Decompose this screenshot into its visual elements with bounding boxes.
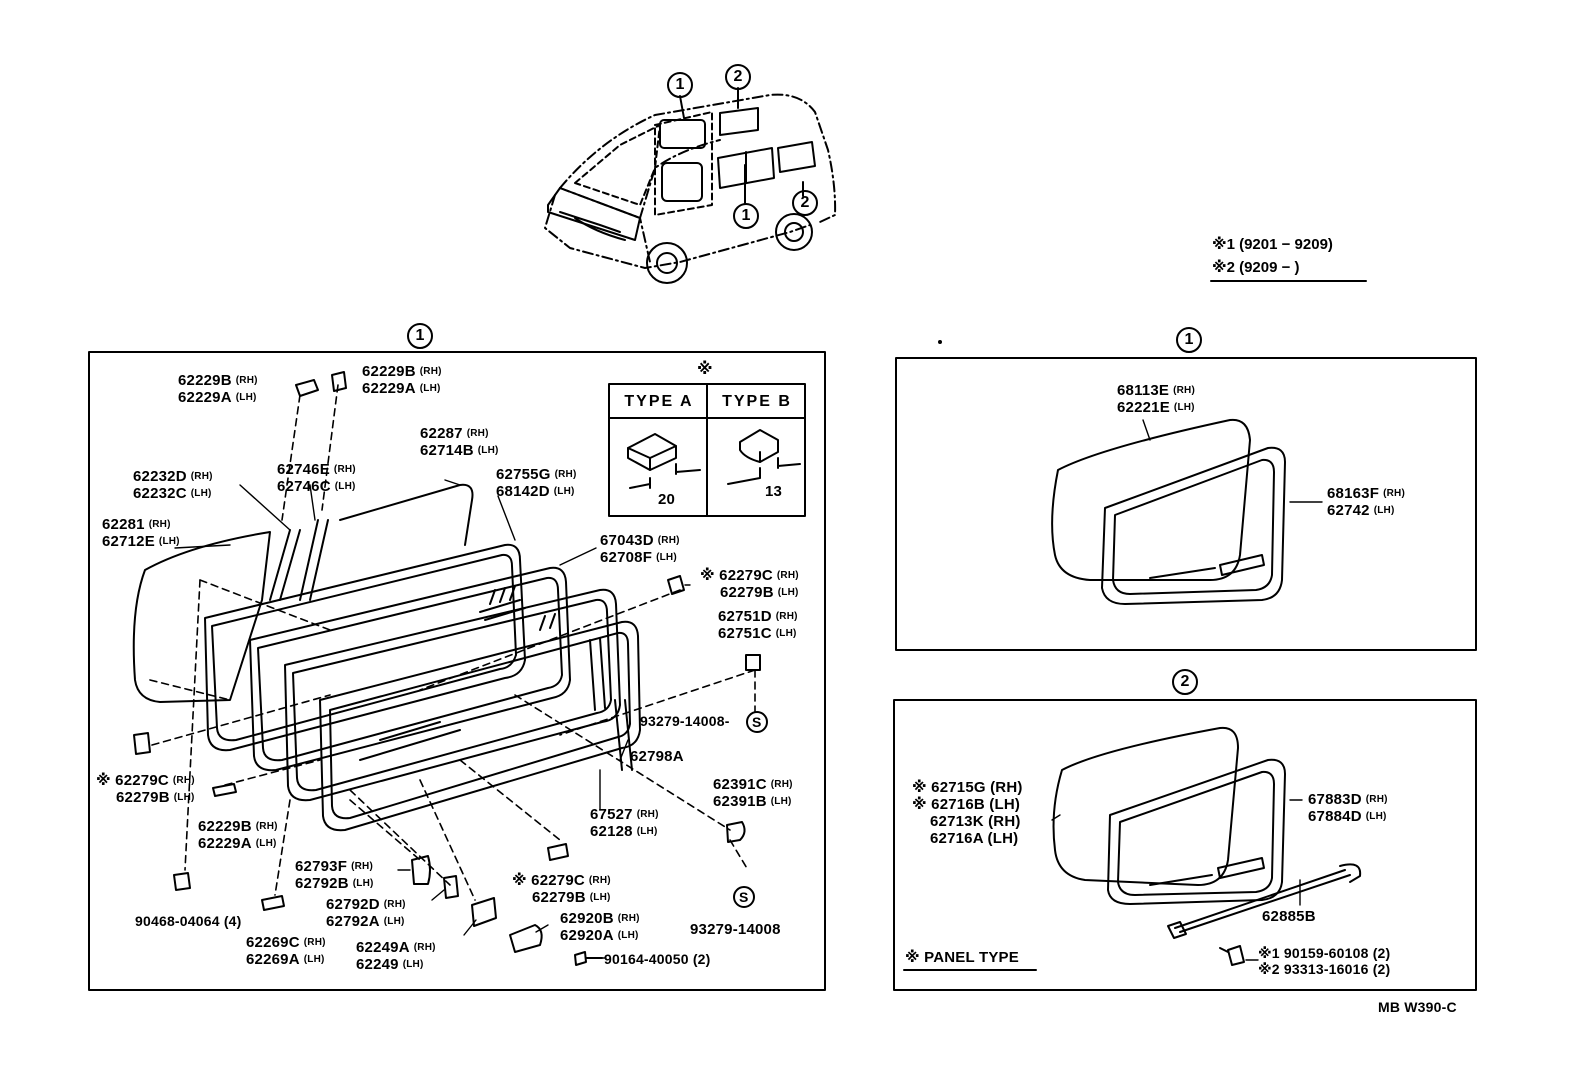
- van-illustration: [544, 87, 837, 284]
- part-label-p17: 62793F(RH) 62792B(LH): [295, 858, 374, 892]
- part-label-p16: 67527(RH) 62128(LH): [590, 806, 659, 840]
- part-label-p23: 62249A(RH) 62249(LH): [356, 939, 436, 973]
- type-b-heading: TYPE B: [722, 393, 792, 410]
- part-label-p25: 90164-40050 (2): [604, 951, 711, 967]
- van-marker-1-side: 1: [733, 203, 759, 229]
- legend-row-2: ※2 (9209 − ): [1212, 259, 1300, 276]
- part-label-p9: ※ 62279C(RH) 62279B(LH): [700, 567, 799, 601]
- part-label-r4: ※1 90159-60108 (2) ※2 93313-16016 (2): [1258, 945, 1391, 977]
- right-bottom-section-box: [893, 699, 1477, 991]
- type-a-dimension: 20: [658, 491, 676, 508]
- diagram-code: MB W390-C: [1378, 999, 1457, 1015]
- part-label-r2: 67883D(RH) 67884D(LH): [1308, 791, 1388, 825]
- part-label-p19: 62792D(RH) 62792A(LH): [326, 896, 406, 930]
- main-section-box: [88, 351, 826, 991]
- part-label-p22: 62269C(RH) 62269A(LH): [246, 934, 326, 968]
- panel-type-caption: ※ PANEL TYPE: [905, 949, 1019, 966]
- part-label-p1: 62229B(RH) 62229A(LH): [178, 372, 258, 406]
- part-label-p24: 93279-14008: [690, 921, 781, 938]
- right-top-section-marker: 1: [1176, 327, 1202, 353]
- van-marker-2-side: 2: [792, 190, 818, 216]
- right-bottom-section-marker: 2: [1172, 669, 1198, 695]
- part-label-p5: 62746E(RH) 62746C(LH): [277, 461, 356, 495]
- part-label-p11: 93279-14008-: [640, 713, 730, 729]
- part-label-p8: 67043D(RH) 62708F(LH): [600, 532, 680, 566]
- type-a-heading: TYPE A: [624, 393, 694, 410]
- part-label-r1: ※ 62715G (RH) ※ 62716B (LH) 62713K (RH) …: [912, 779, 1023, 847]
- type-b-dimension: 13: [765, 483, 783, 500]
- part-label-p18: ※ 62279C(RH) 62279B(LH): [512, 872, 611, 906]
- part-label-p14: 62391C(RH) 62391B(LH): [713, 776, 793, 810]
- part-label-r3: 62885B: [1262, 908, 1316, 925]
- main-section-marker: 1: [407, 323, 433, 349]
- part-label-p15: 62229B(RH) 62229A(LH): [198, 818, 278, 852]
- part-label-p2: 62229B(RH) 62229A(LH): [362, 363, 442, 397]
- screw-symbol-2: S: [739, 889, 749, 905]
- van-marker-1-top: 1: [667, 72, 693, 98]
- screw-symbol-1: S: [752, 714, 762, 730]
- part-label-p7: 62281(RH) 62712E(LH): [102, 516, 180, 550]
- part-label-p10: 62751D(RH) 62751C(LH): [718, 608, 798, 642]
- part-label-p4: 62232D(RH) 62232C(LH): [133, 468, 213, 502]
- part-label-p6: 62755G(RH) 68142D(LH): [496, 466, 577, 500]
- part-label-q1: 68113E(RH) 62221E(LH): [1117, 382, 1195, 416]
- part-label-p3: 62287(RH) 62714B(LH): [420, 425, 499, 459]
- van-marker-2-top: 2: [725, 64, 751, 90]
- type-box-asterisk: ※: [697, 361, 713, 378]
- part-label-q2: 68163F(RH) 62742(LH): [1327, 485, 1405, 519]
- part-label-p21: 62920B(RH) 62920A(LH): [560, 910, 640, 944]
- part-label-p13: ※ 62279C(RH) 62279B(LH): [96, 772, 195, 806]
- right-top-section-box: [895, 357, 1477, 651]
- part-label-p20: 90468-04064 (4): [135, 913, 242, 929]
- legend-row-1: ※1 (9201 − 9209): [1212, 236, 1333, 253]
- part-label-p12: 62798A: [630, 748, 684, 765]
